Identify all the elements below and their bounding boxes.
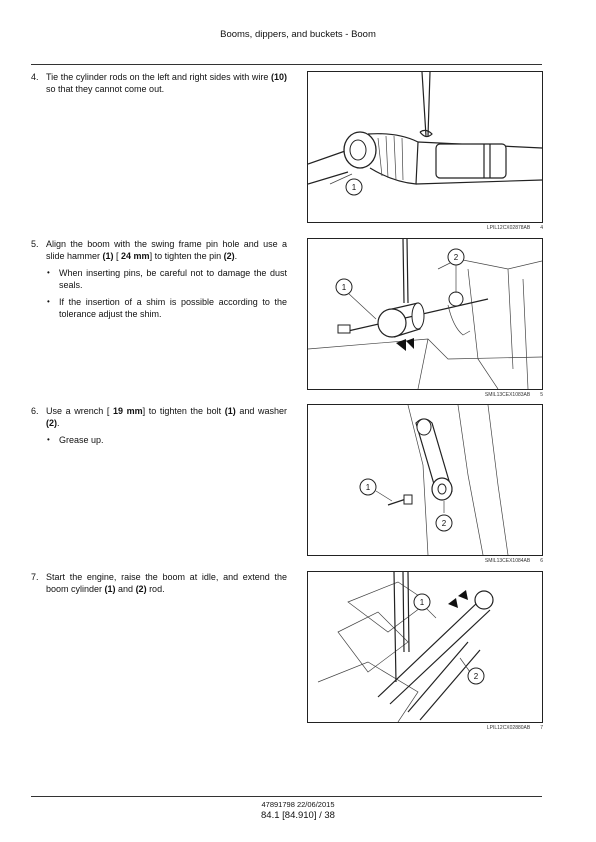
- step-text: Use a wrench [ 19 mm] to tighten the bol…: [46, 406, 288, 428]
- svg-text:1: 1: [352, 183, 357, 192]
- svg-text:1: 1: [342, 283, 347, 292]
- footer-page-number: 84.1 [84.910] / 38: [261, 810, 335, 821]
- bullet-item: •If the insertion of a shim is possible …: [47, 297, 287, 319]
- figure-callout-1: 1: [335, 278, 353, 296]
- figure-callout-1: 1: [413, 593, 431, 611]
- figure-5-illustration: 1 2: [307, 238, 543, 390]
- figure-callout-1: 1: [359, 478, 377, 496]
- figure-callout-2: 2: [467, 667, 485, 685]
- figure-7-illustration: 1 2: [307, 571, 543, 723]
- step-number: 5.: [31, 239, 39, 249]
- step-7: 7. Start the engine, raise the boom at i…: [31, 571, 287, 595]
- step-number: 4.: [31, 72, 39, 82]
- svg-text:2: 2: [442, 519, 447, 528]
- footer-divider: [31, 796, 542, 797]
- step-bullets: •Grease up.: [46, 434, 287, 446]
- step-number: 7.: [31, 572, 39, 582]
- figure-6-illustration: 1 2: [307, 404, 543, 556]
- svg-text:2: 2: [454, 253, 459, 262]
- step-text: Start the engine, raise the boom at idle…: [46, 572, 287, 594]
- bullet-item: •Grease up.: [47, 435, 104, 445]
- figure-callout-2: 2: [447, 248, 465, 266]
- figure-callout-2: 2: [435, 514, 453, 532]
- step-4: 4. Tie the cylinder rods on the left and…: [31, 71, 287, 95]
- step-text: Align the boom with the swing frame pin …: [46, 239, 287, 261]
- svg-text:2: 2: [474, 672, 479, 681]
- step-6: 6. Use a wrench [ 19 mm] to tighten the …: [31, 405, 287, 451]
- footer-document-reference: 47891798 22/06/2015: [261, 800, 335, 809]
- figure-callout-1: 1: [345, 178, 363, 196]
- step-bullets: •When inserting pins, be careful not to …: [46, 267, 287, 320]
- svg-text:1: 1: [420, 598, 425, 607]
- step-number: 6.: [31, 406, 39, 416]
- header-divider: [31, 64, 542, 65]
- page-header-title: Booms, dippers, and buckets - Boom: [220, 29, 376, 40]
- bullet-item: •When inserting pins, be careful not to …: [47, 268, 287, 290]
- step-5: 5. Align the boom with the swing frame p…: [31, 238, 287, 325]
- figure-4-illustration: 1: [307, 71, 543, 223]
- step-text: Tie the cylinder rods on the left and ri…: [46, 72, 287, 94]
- svg-text:1: 1: [366, 483, 371, 492]
